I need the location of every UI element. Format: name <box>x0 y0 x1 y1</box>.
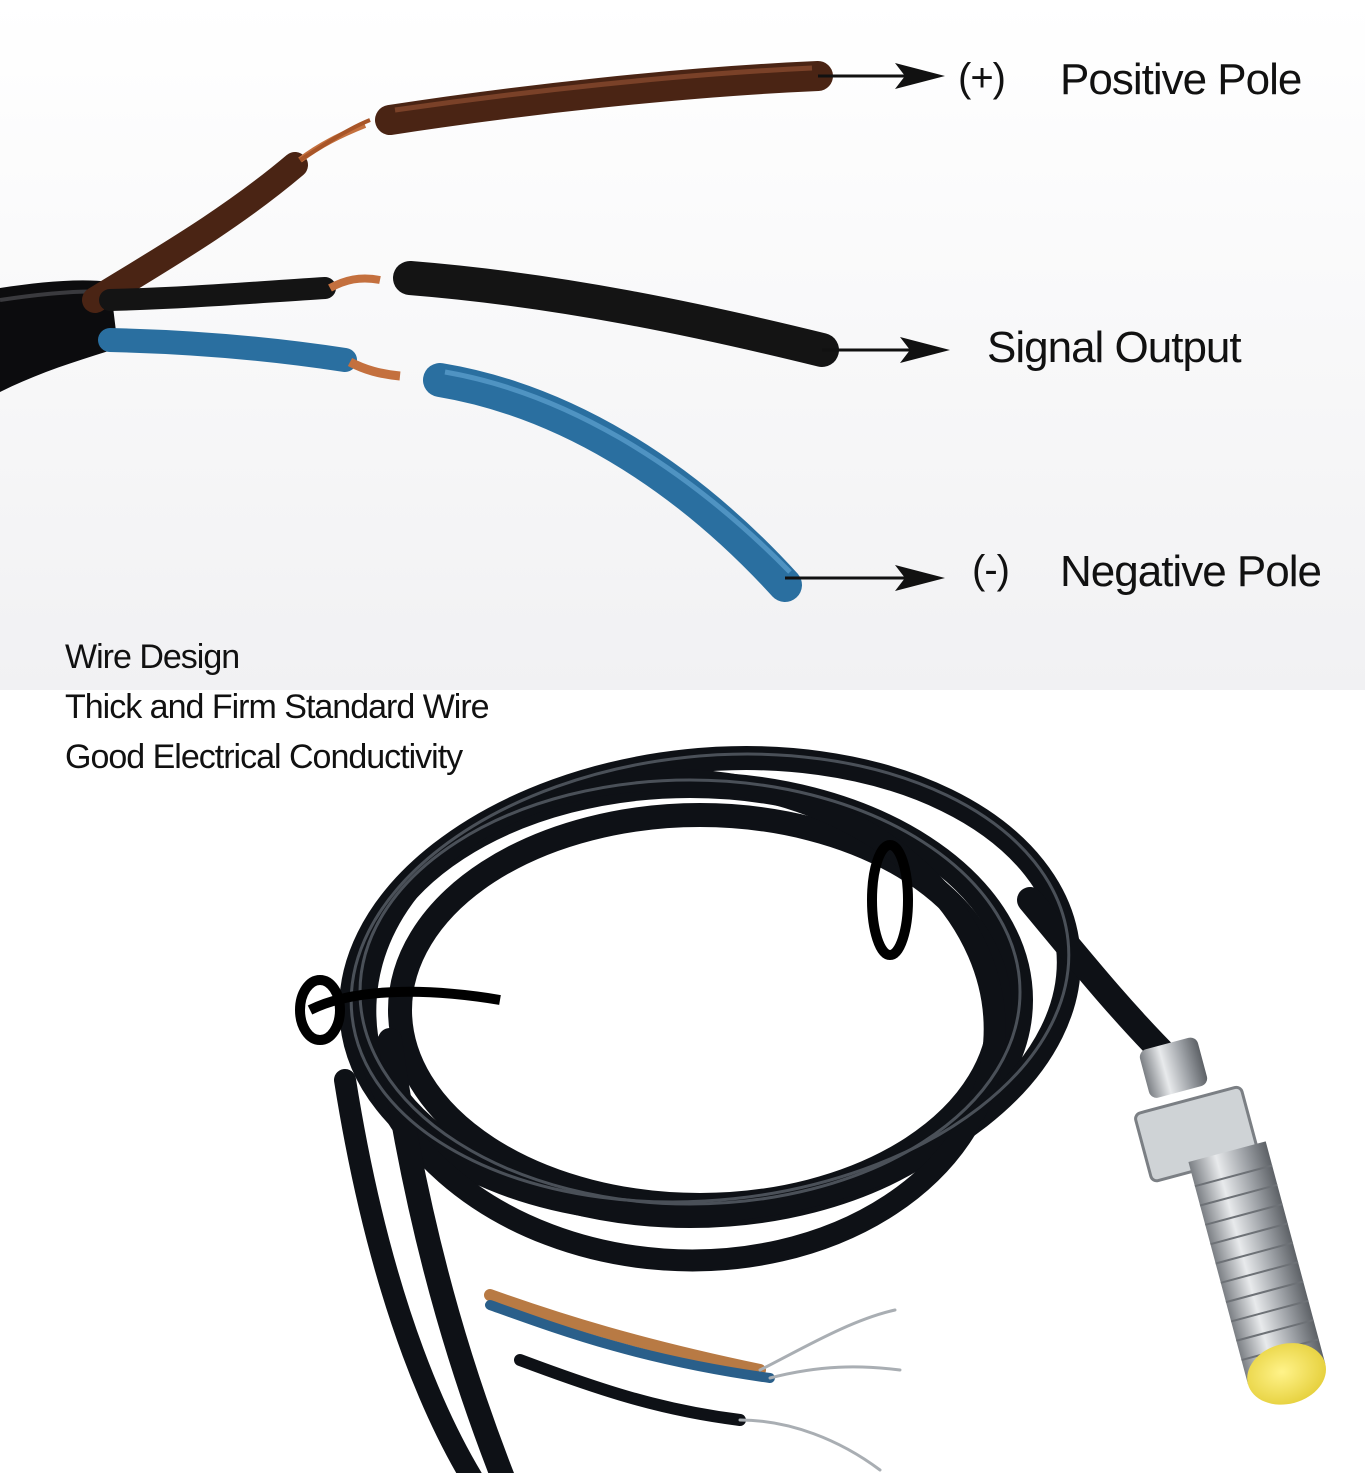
brown-wire <box>82 61 833 313</box>
negative-pole-label: Negative Pole <box>1060 547 1322 596</box>
black-wire <box>99 261 839 367</box>
sensor-tip <box>1247 1343 1326 1405</box>
positive-symbol: (+) <box>958 56 1006 100</box>
arrow-positive <box>818 63 945 89</box>
feature-line: Thick and Firm Standard Wire <box>65 688 490 726</box>
sensor-body <box>1134 1037 1326 1405</box>
arrow-signal <box>822 337 950 363</box>
positive-pole-label: Positive Pole <box>1060 55 1302 104</box>
signal-output-label: Signal Output <box>987 323 1242 372</box>
blue-wire <box>98 328 802 602</box>
stripped-leads <box>484 1289 902 1472</box>
coiled-cable <box>334 746 1183 1478</box>
cable-tie <box>295 840 913 1045</box>
feature-line: Good Electrical Conductivity <box>65 738 463 776</box>
feature-line: Wire Design <box>65 638 240 676</box>
arrow-negative <box>785 565 945 591</box>
negative-symbol: (-) <box>972 548 1010 592</box>
